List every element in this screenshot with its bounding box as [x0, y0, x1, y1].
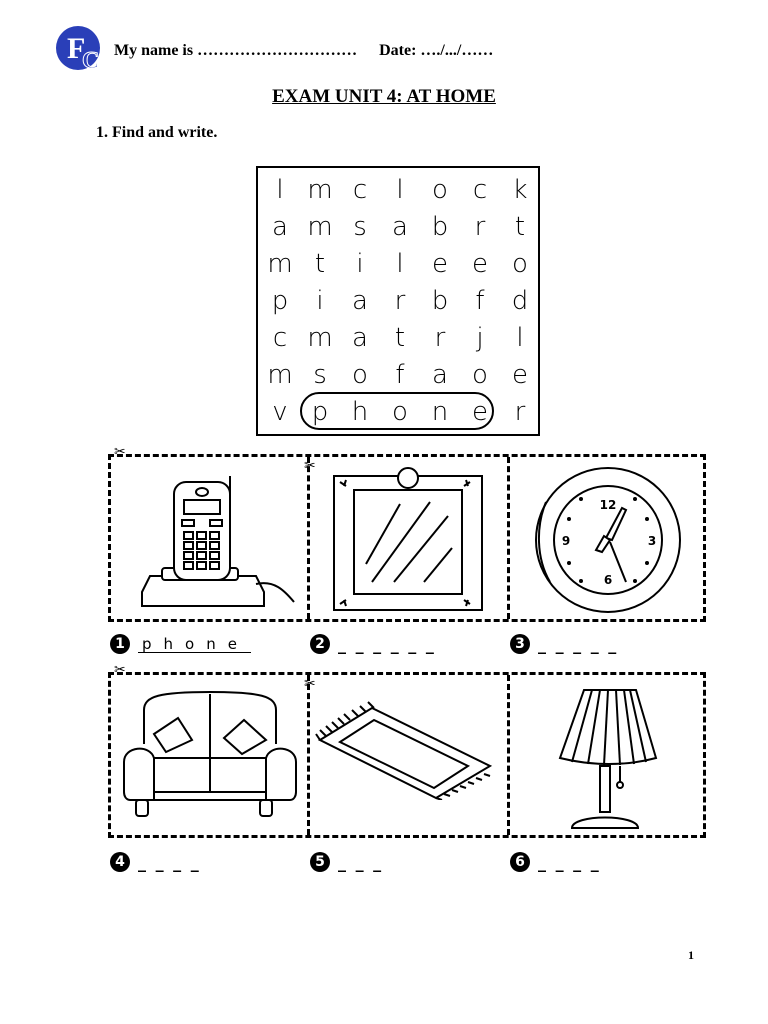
name-label: My name is: [114, 42, 194, 59]
grid-letter: k: [512, 175, 528, 205]
grid-letter: e: [512, 360, 528, 390]
scissors-icon: ✂: [304, 676, 316, 692]
name-date-line: My name is ………………………… Date: …./.../……: [114, 42, 493, 60]
grid-letter: i: [316, 286, 324, 316]
answer-line-3: 3 _ _ _ _ _: [510, 634, 618, 654]
picture-row-2: [108, 672, 706, 838]
scissors-icon: ✂: [114, 662, 126, 678]
grid-letter: a: [272, 212, 288, 242]
grid-letter: f: [395, 360, 405, 390]
grid-letter: n: [431, 397, 449, 427]
svg-text:C: C: [82, 48, 99, 74]
grid-letter: a: [352, 323, 368, 353]
grid-letter: a: [432, 360, 448, 390]
grid-letter: m: [307, 323, 333, 353]
answer-field-3[interactable]: _ _ _ _ _: [538, 634, 619, 654]
answer-line-1: 1 phone: [110, 634, 251, 654]
grid-letter: o: [352, 360, 368, 390]
grid-letter: l: [276, 175, 284, 205]
circled-word-phone: [300, 392, 494, 430]
answer-line-5: 5 _ _ _: [310, 852, 383, 872]
grid-letter: o: [472, 360, 488, 390]
grid-letter: h: [351, 397, 369, 427]
grid-letter: r: [434, 323, 446, 353]
scissors-icon: ✂: [114, 444, 126, 460]
grid-letter: i: [356, 249, 364, 279]
exercise-instruction: 1. Find and write.: [96, 124, 218, 141]
grid-letter: a: [392, 212, 408, 242]
mirror-icon: [333, 467, 483, 611]
number-badge: 2: [310, 634, 330, 654]
number-badge: 4: [110, 852, 130, 872]
grid-letter: o: [392, 397, 408, 427]
grid-letter: b: [431, 286, 449, 316]
grid-letter: s: [313, 360, 327, 390]
grid-letter: l: [396, 175, 404, 205]
svg-text:9: 9: [562, 534, 570, 548]
name-field[interactable]: …………………………: [197, 42, 358, 59]
grid-letter: c: [352, 175, 368, 205]
answer-line-2: 2 _ _ _ _ _ _: [310, 634, 436, 654]
number-badge: 1: [110, 634, 130, 654]
number-badge: 6: [510, 852, 530, 872]
date-label: Date:: [379, 42, 417, 59]
grid-letter: d: [511, 286, 529, 316]
grid-letter: f: [475, 286, 485, 316]
grid-letter: b: [431, 212, 449, 242]
answer-field-2[interactable]: _ _ _ _ _ _: [338, 634, 436, 654]
grid-letter: m: [267, 249, 293, 279]
grid-letter: r: [394, 286, 406, 316]
mat-icon: [315, 701, 493, 800]
grid-letter: o: [512, 249, 528, 279]
answer-field-1[interactable]: phone: [138, 636, 251, 653]
number-badge: 3: [510, 634, 530, 654]
sofa-icon: [123, 690, 297, 817]
grid-letter: m: [267, 360, 293, 390]
grid-letter: l: [516, 323, 524, 353]
clock-icon: 12 3 6 9: [535, 467, 681, 613]
svg-text:3: 3: [648, 534, 656, 548]
grid-letter: s: [353, 212, 367, 242]
grid-letter: v: [272, 397, 288, 427]
number-badge: 5: [310, 852, 330, 872]
grid-letter: c: [472, 175, 488, 205]
svg-text:F: F: [67, 32, 85, 65]
answer-line-4: 4 _ _ _ _: [110, 852, 201, 872]
page-number: 1: [688, 948, 694, 962]
grid-letter: r: [514, 397, 526, 427]
grid-letter: l: [396, 249, 404, 279]
date-field[interactable]: …./.../……: [420, 42, 494, 59]
grid-letter: j: [476, 323, 484, 353]
picture-row-1: [108, 454, 706, 622]
grid-letter: r: [474, 212, 486, 242]
grid-letter: t: [314, 249, 326, 279]
grid-letter: t: [514, 212, 526, 242]
grid-letter: p: [271, 286, 289, 316]
scissors-icon: ✂: [304, 458, 316, 474]
answer-field-4[interactable]: _ _ _ _: [138, 852, 201, 872]
grid-letter: m: [307, 212, 333, 242]
grid-letter: a: [352, 286, 368, 316]
grid-letter: e: [472, 249, 488, 279]
lamp-icon: [558, 689, 658, 829]
grid-letter: c: [272, 323, 288, 353]
answer-field-5[interactable]: _ _ _: [338, 852, 384, 872]
page-title: EXAM UNIT 4: AT HOME: [272, 86, 496, 107]
svg-text:6: 6: [604, 573, 612, 587]
grid-letter: t: [394, 323, 406, 353]
school-logo: F C: [56, 26, 100, 74]
phone-icon: [141, 476, 295, 607]
grid-letter: e: [432, 249, 448, 279]
svg-text:12: 12: [600, 498, 617, 512]
grid-letter: m: [307, 175, 333, 205]
answer-field-6[interactable]: _ _ _ _: [538, 852, 601, 872]
grid-letter: o: [432, 175, 448, 205]
answer-line-6: 6 _ _ _ _: [510, 852, 601, 872]
